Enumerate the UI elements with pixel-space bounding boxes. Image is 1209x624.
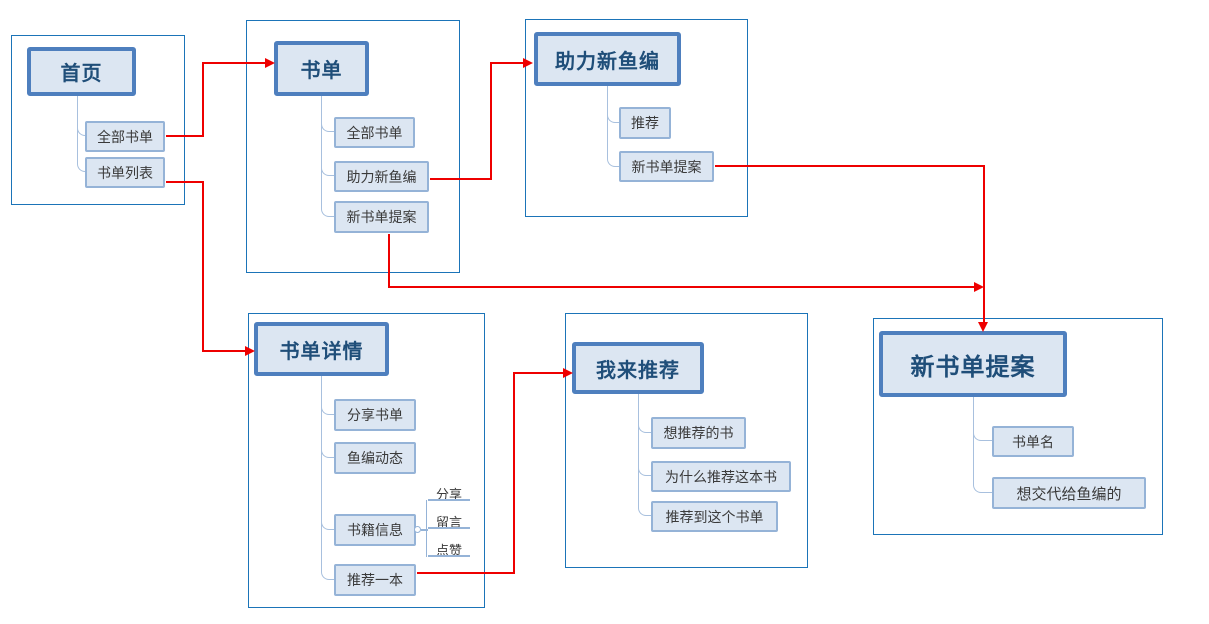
arrow-segment <box>204 62 265 64</box>
tree-connector <box>77 96 85 172</box>
node-new-booklist-proposal[interactable]: 新书单提案 <box>879 331 1067 397</box>
group-new-booklist-proposal: 新书单提案 书单名 想交代给鱼编的 <box>873 318 1163 535</box>
group-booklist-detail: 书单详情 分享书单 鱼编动态 书籍信息 推荐一本 分享 留言 点赞 <box>248 313 485 608</box>
arrow-segment <box>515 372 563 374</box>
arrow-segment <box>204 350 245 352</box>
node-assist-recommend[interactable]: 推荐 <box>619 107 671 139</box>
node-label: 书单名 <box>1012 433 1054 450</box>
node-label: 想推荐的书 <box>663 425 734 441</box>
subitem-connector <box>421 529 428 531</box>
node-label: 新书单提案 <box>631 158 702 175</box>
node-home-booklist-list[interactable]: 书单列表 <box>85 157 165 188</box>
arrow-segment <box>983 165 985 322</box>
arrow-segment <box>388 286 974 288</box>
subitem-label: 留言 <box>435 515 462 530</box>
tree-connector <box>321 96 334 217</box>
subitem-underline <box>428 499 470 501</box>
node-detail-book-info[interactable]: 书籍信息 <box>334 514 416 546</box>
arrow-segment <box>388 234 390 288</box>
node-booklist-assist-new-editor[interactable]: 助力新鱼编 <box>334 161 429 192</box>
node-label: 书籍信息 <box>347 522 403 538</box>
arrow-segment <box>202 62 204 137</box>
arrow-segment <box>417 572 515 574</box>
node-i-recommend[interactable]: 我来推荐 <box>572 342 704 394</box>
node-recommend-why[interactable]: 为什么推荐这本书 <box>651 461 791 492</box>
node-detail-editor-activity[interactable]: 鱼编动态 <box>334 442 416 474</box>
arrowhead-icon <box>245 346 255 356</box>
node-label: 助力新鱼编 <box>555 50 660 73</box>
node-label: 书单 <box>300 60 343 82</box>
node-label: 书单列表 <box>97 164 153 181</box>
node-recommend-book-to-recommend[interactable]: 想推荐的书 <box>651 417 746 449</box>
node-label: 想交代给鱼编的 <box>1016 485 1122 503</box>
tree-connector <box>321 376 334 580</box>
node-label: 书单详情 <box>279 340 364 363</box>
tree-connector <box>638 394 651 516</box>
arrowhead-icon <box>563 368 573 378</box>
tree-connector <box>973 397 992 493</box>
arrow-segment <box>715 165 985 167</box>
subitem-like[interactable]: 点赞 <box>428 540 470 559</box>
arrow-segment <box>166 135 204 137</box>
arrowhead-icon <box>523 58 533 68</box>
arrow-segment <box>166 181 204 183</box>
node-label: 首页 <box>60 63 103 85</box>
node-label: 助力新鱼编 <box>346 168 417 185</box>
arrow-segment <box>513 372 515 574</box>
arrowhead-icon <box>265 58 275 68</box>
node-booklist-new-proposal[interactable]: 新书单提案 <box>334 201 429 233</box>
node-assist-new-editor[interactable]: 助力新鱼编 <box>534 32 681 86</box>
node-label: 推荐到这个书单 <box>665 508 764 525</box>
subitem-comment[interactable]: 留言 <box>428 512 470 531</box>
node-label: 新书单提案 <box>346 209 417 225</box>
node-label: 推荐 <box>631 115 659 131</box>
node-proposal-note-to-editor[interactable]: 想交代给鱼编的 <box>992 477 1146 509</box>
group-booklist: 书单 全部书单 助力新鱼编 新书单提案 <box>246 20 460 273</box>
arrow-segment <box>430 178 492 180</box>
node-home-all-booklists[interactable]: 全部书单 <box>85 121 165 152</box>
node-booklist-all-booklists[interactable]: 全部书单 <box>334 117 415 148</box>
subitem-bracket <box>426 500 427 557</box>
node-proposal-booklist-name[interactable]: 书单名 <box>992 426 1074 457</box>
subitem-underline <box>428 527 470 529</box>
node-booklist-detail[interactable]: 书单详情 <box>254 322 389 376</box>
node-detail-share-booklist[interactable]: 分享书单 <box>334 399 416 431</box>
node-label: 为什么推荐这本书 <box>665 468 777 485</box>
node-home[interactable]: 首页 <box>27 47 136 96</box>
subitem-underline <box>428 555 470 557</box>
node-label: 全部书单 <box>346 124 403 141</box>
node-label: 推荐一本 <box>347 572 403 588</box>
subitem-connector-circle <box>414 526 421 533</box>
node-label: 我来推荐 <box>596 359 680 382</box>
subitem-label: 点赞 <box>435 543 462 558</box>
subitem-label: 分享 <box>435 487 462 502</box>
arrow-segment <box>490 62 492 180</box>
group-i-recommend: 我来推荐 想推荐的书 为什么推荐这本书 推荐到这个书单 <box>565 313 808 568</box>
arrow-segment <box>202 181 204 352</box>
arrow-segment <box>492 62 523 64</box>
subitem-share[interactable]: 分享 <box>428 484 470 503</box>
node-label: 新书单提案 <box>910 353 1036 381</box>
arrowhead-icon <box>978 322 988 332</box>
node-assist-new-proposal[interactable]: 新书单提案 <box>619 151 714 182</box>
node-recommend-to-this-booklist[interactable]: 推荐到这个书单 <box>651 501 778 532</box>
group-home: 首页 全部书单 书单列表 <box>11 35 185 205</box>
node-label: 分享书单 <box>347 407 403 423</box>
tree-connector <box>607 86 619 167</box>
node-booklist[interactable]: 书单 <box>274 41 369 96</box>
group-assist-new-editor: 助力新鱼编 推荐 新书单提案 <box>525 19 748 217</box>
arrowhead-icon <box>974 282 984 292</box>
node-detail-recommend-one[interactable]: 推荐一本 <box>334 564 416 596</box>
node-label: 鱼编动态 <box>347 450 403 466</box>
node-label: 全部书单 <box>97 128 153 145</box>
